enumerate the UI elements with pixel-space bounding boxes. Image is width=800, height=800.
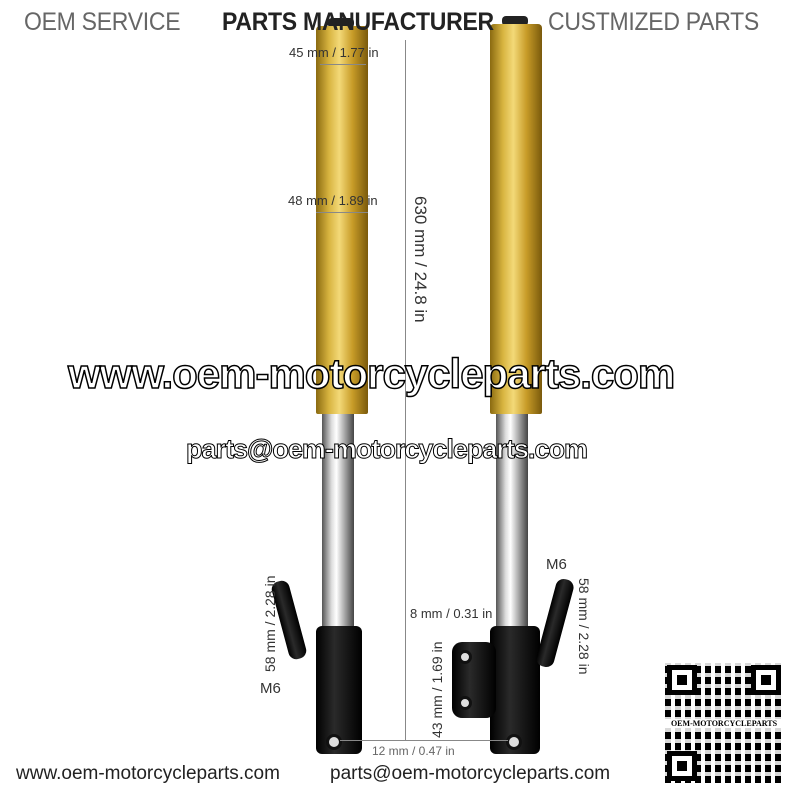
length-dimension-line: [405, 40, 406, 740]
watermark-email: parts@oem-motorcycleparts.com: [186, 434, 589, 465]
header-oem-service: OEM SERVICE: [24, 8, 181, 36]
footer-url[interactable]: www.oem-motorcycleparts.com: [16, 763, 280, 784]
footer-email[interactable]: parts@oem-motorcycleparts.com: [330, 763, 611, 784]
header-parts-manufacturer: PARTS MANUFACTURER: [222, 8, 494, 36]
left-axle-hole: [326, 734, 342, 750]
top-diameter-label: 45 mm / 1.77 in: [289, 45, 379, 60]
right-axle-hole: [506, 734, 522, 750]
left-mount-label: 58 mm / 2.28 in: [262, 575, 278, 673]
qr-code: OEM-MOTORCYCLEPARTS: [665, 663, 783, 783]
qr-finder-tr: [751, 665, 781, 695]
total-length-label: 630 mm / 24.8 in: [411, 196, 430, 323]
axle-hole-label: 12 mm / 0.47 in: [372, 744, 455, 758]
right-caliper-mount: [534, 577, 576, 669]
right-thread-label: M6: [546, 556, 567, 573]
bracket-hole-top: [458, 650, 472, 664]
right-mount-label: 58 mm / 2.28 in: [576, 578, 592, 675]
qr-finder-bl: [667, 751, 697, 781]
qr-finder-tl: [667, 665, 697, 695]
left-fork-cap: [328, 18, 354, 28]
right-stanchion: [496, 414, 528, 628]
top-diameter-line: [320, 64, 366, 65]
bracket-hole-bottom: [458, 696, 472, 710]
right-upper-tube: [490, 24, 542, 414]
header-customized-parts: CUSTMIZED PARTS: [548, 8, 759, 36]
left-stanchion: [322, 414, 354, 628]
axle-dimension-line: [340, 740, 508, 741]
bracket-hole-label: 8 mm / 0.31 in: [410, 606, 493, 621]
right-lower-leg: [490, 626, 540, 754]
left-lower-leg: [316, 626, 362, 754]
tube-diameter-line: [316, 212, 368, 213]
caliper-spacing-label: 43 mm / 1.69 in: [429, 641, 445, 739]
left-thread-label: M6: [260, 680, 281, 697]
left-upper-tube: [316, 26, 368, 414]
tube-diameter-label: 48 mm / 1.89 in: [288, 193, 378, 208]
watermark-url: www.oem-motorcycleparts.com: [67, 349, 676, 398]
qr-label: OEM-MOTORCYCLEPARTS: [665, 719, 783, 728]
right-fork-cap: [502, 16, 528, 26]
